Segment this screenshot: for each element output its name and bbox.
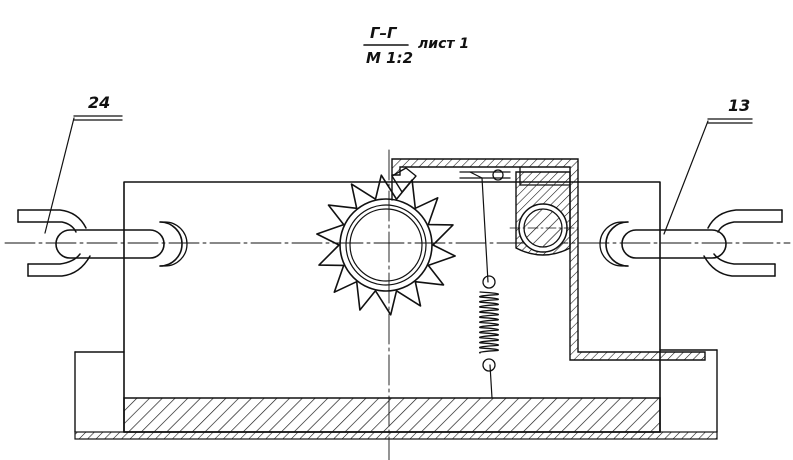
callout-right-number: 13 (728, 96, 750, 115)
sheet-label: лист 1 (418, 36, 469, 52)
ratchet-wheel (316, 174, 456, 316)
scale-label: М 1:2 (366, 49, 413, 67)
callout-left-number: 24 (88, 93, 110, 112)
link-right (599, 209, 783, 277)
tension-spring (469, 171, 500, 399)
section-label: Г–Г (370, 24, 398, 42)
link-left (17, 209, 188, 277)
pawl-lever (391, 167, 511, 193)
callout-left: 24 (44, 93, 123, 234)
bottom-hatched-plate (123, 397, 661, 433)
shaft-hub (509, 171, 579, 256)
title-block: Г–Г М 1:2 лист 1 (363, 24, 469, 67)
leader-line-right (663, 120, 709, 235)
callout-right: 13 (663, 96, 753, 235)
leader-line-left (44, 117, 75, 234)
